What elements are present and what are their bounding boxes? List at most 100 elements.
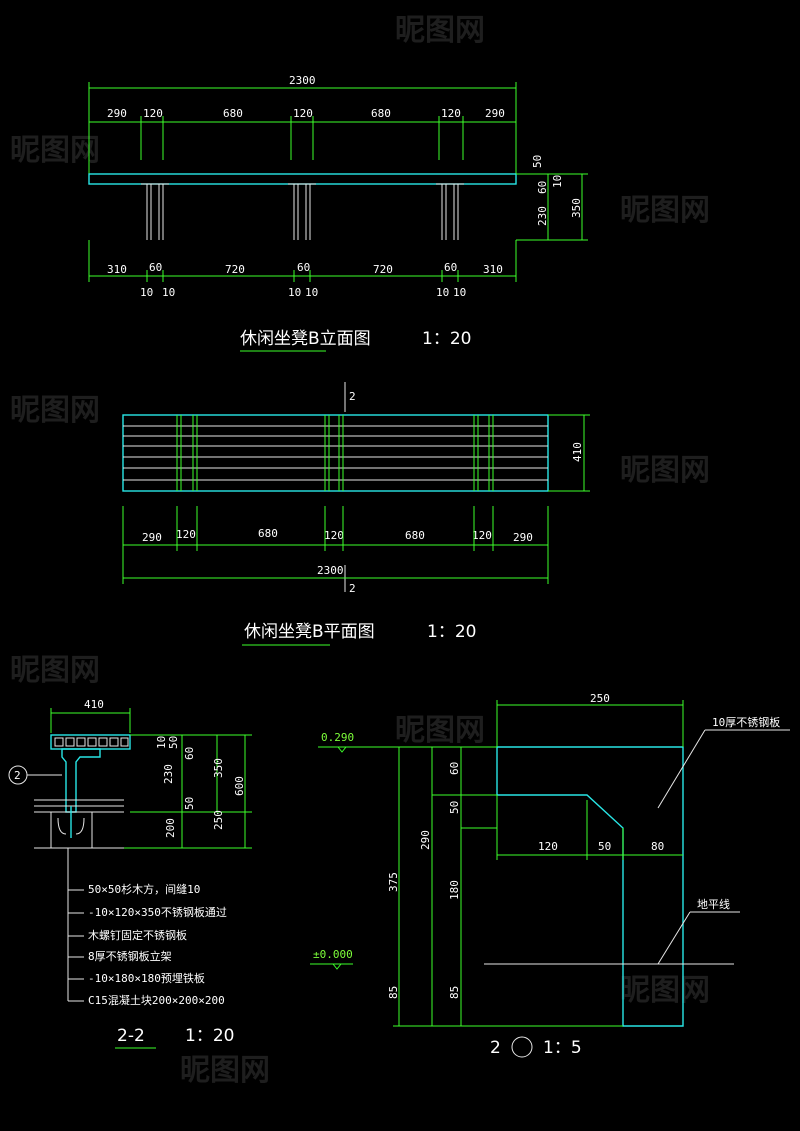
detail-dim-180: 180 [448,880,461,900]
detail-dim-85: 85 [448,986,461,999]
plan-dim-2: 120 [176,528,196,541]
plan-dim-6: 120 [472,529,492,542]
elev-small-dim-3: 10 [288,286,301,299]
plan-dim-7: 290 [513,531,533,544]
section-dim-50: 50 [167,736,180,749]
plan-dim-1: 290 [142,531,162,544]
elev-right-dim-2: 60 [536,181,549,194]
plan-overall-dim: 2300 [317,564,344,577]
section-dim-200: 200 [164,818,177,838]
elev-right-dim-4: 230 [536,206,549,226]
svg-text:2: 2 [14,769,21,782]
section-note-3: 木螺钉固定不锈钢板 [88,928,187,942]
section-note-2: -10×120×350不锈钢板通过 [88,905,227,919]
section-dim-600: 600 [233,776,246,796]
section-width-dim: 410 [84,698,104,711]
elev-top-dim-2: 120 [143,107,163,120]
detail-top-width: 250 [590,692,610,705]
detail-title-circle [511,1036,533,1058]
elev-title: 休闲坐凳B立面图 [240,329,371,349]
detail-plate-label: 10厚不锈钢板 [712,715,780,729]
svg-text:昵图网: 昵图网 [620,973,710,1008]
plan-slats [123,425,548,481]
elev-overall-dim: 2300 [289,74,316,87]
section-note-6: C15混凝土块200×200×200 [88,993,225,1007]
svg-text:昵图网: 昵图网 [620,193,710,228]
section-dim-250: 250 [212,810,225,830]
plan-title: 休闲坐凳B平面图 [244,622,375,642]
plan-cut-label-top: 2 [349,390,356,403]
elev-right-dim-3: 10 [551,175,564,188]
svg-text:昵图网: 昵图网 [620,453,710,488]
elev-ticks [140,116,494,551]
detail-dim-50h: 50 [598,840,611,853]
elev-bot-dim-4: 60 [297,261,310,274]
elev-bot-dim-5: 720 [373,263,393,276]
detail-view: 250 10厚不锈钢板 地平线 0.290 ±0.000 60 50 290 1… [310,692,790,1058]
section-view: 410 2 [8,698,252,1049]
plan-cut-label-bottom: 2 [349,582,356,595]
elev-legs [141,183,464,240]
elev-top-dim-7: 290 [485,107,505,120]
section-note-5: -10×180×180预埋铁板 [88,971,205,985]
detail-dim-85b: 85 [387,986,400,999]
detail-dim-120: 120 [538,840,558,853]
detail-dim-80: 80 [651,840,664,853]
section-slat-squares [54,737,129,747]
elev-bot-dim-2: 60 [149,261,162,274]
plan-dim-5: 680 [405,529,425,542]
elev-top-dim-4: 120 [293,107,313,120]
svg-text:昵图网: 昵图网 [395,13,485,48]
section-dim-60: 60 [183,747,196,760]
plan-outline [122,414,549,492]
watermark: 昵图网 昵图网 昵图网 昵图网 昵图网 昵图网 昵图网 昵图网 昵图网 [10,13,710,1088]
elev-top-dim-6: 120 [441,107,461,120]
plan-dim-4: 120 [324,529,344,542]
elev-bot-dim-3: 720 [225,263,245,276]
section-note-1: 50×50杉木方，间缝10 [88,882,200,896]
svg-text:昵图网: 昵图网 [10,653,100,688]
elev-scale: 1：20 [422,329,471,349]
elev-small-dim-1: 10 [140,286,153,299]
elev-small-dim-6: 10 [453,286,466,299]
elev-top-dim-1: 290 [107,107,127,120]
section-bracket [61,748,101,813]
detail-ground-label: 地平线 [697,897,730,911]
detail-dim-375: 375 [387,872,400,892]
elevation-view: 2300 290 120 680 120 680 120 290 310 60 [88,74,588,352]
elev-small-dim-5: 10 [436,286,449,299]
section-scale: 1：20 [185,1026,234,1046]
detail-dim-290: 290 [419,830,432,850]
elev-top-dim-5: 680 [371,107,391,120]
plan-depth-dim: 410 [571,442,584,462]
svg-text:昵图网: 昵图网 [10,393,100,428]
detail-dim-50: 50 [448,801,461,814]
section-footing [34,799,124,849]
elev-right-dim-1: 50 [531,155,544,168]
elev-bot-dim-6: 60 [444,261,457,274]
section-dim-230: 230 [162,764,175,784]
elev-bot-dim-1: 310 [107,263,127,276]
detail-scale: 1：5 [543,1038,582,1058]
detail-level-zero: ±0.000 [313,948,353,961]
detail-profile [496,746,684,1027]
elev-seat-board [88,173,517,185]
detail-dim-60: 60 [448,762,461,775]
plan-supports [176,415,494,491]
section-dim-350: 350 [212,758,225,778]
svg-text:昵图网: 昵图网 [10,133,100,168]
detail-level-top: 0.290 [321,731,354,744]
section-dim-10: 10 [155,736,168,749]
elev-bot-dim-7: 310 [483,263,503,276]
elev-small-dim-2: 10 [162,286,175,299]
svg-text:昵图网: 昵图网 [180,1053,270,1088]
section-title: 2-2 [117,1026,145,1046]
elev-right-dim-5: 350 [570,198,583,218]
elev-top-dim-3: 680 [223,107,243,120]
detail-title-num: 2 [490,1038,501,1058]
section-dim-50b: 50 [183,797,196,810]
section-note-4: 8厚不锈钢板立架 [88,949,172,963]
svg-text:昵图网: 昵图网 [395,713,485,748]
plan-view: 2 2 410 290 120 680 120 680 120 290 2300… [122,382,590,646]
